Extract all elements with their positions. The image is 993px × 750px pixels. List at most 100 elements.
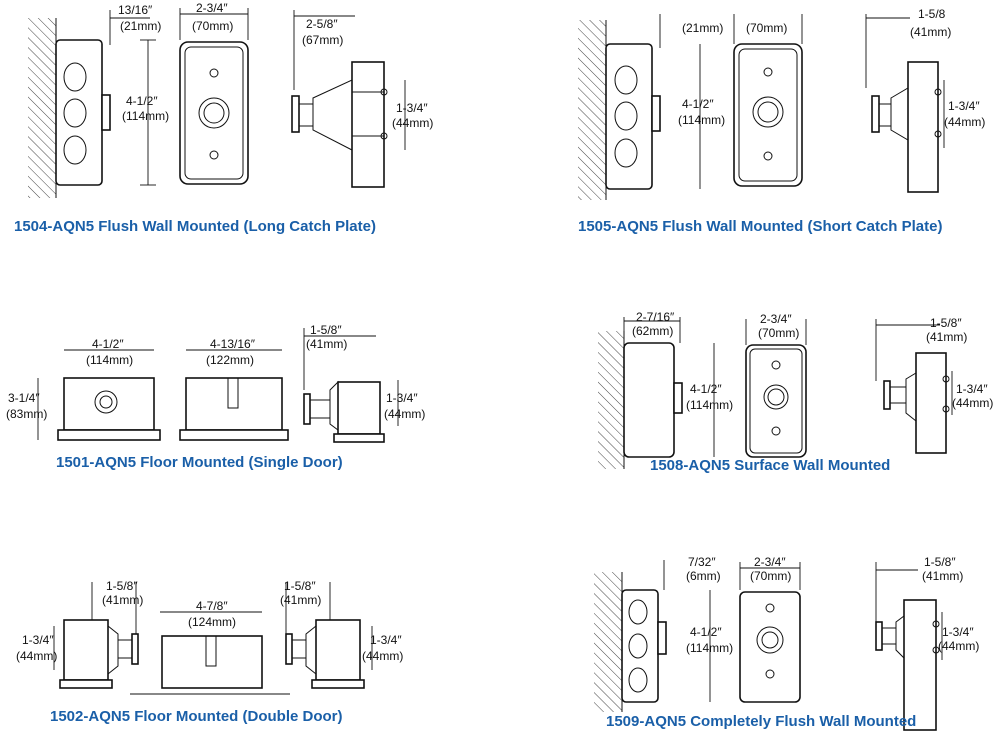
diagram-1504: 13/16″ (21mm) 4-1/2″ (114mm) 2-3/4″ (70m… xyxy=(28,1,433,198)
dim-side-in: 1-5/8″ xyxy=(930,316,962,330)
dim-w2-in: 4-13/16″ xyxy=(210,337,256,351)
panel-1505: (21mm) 4-1/2″ (114mm) (70mm) 1-5/8 (41mm… xyxy=(490,0,993,245)
dim-side-mm: (41mm) xyxy=(926,330,967,344)
dim-mid-in: 4-7/8″ xyxy=(196,599,228,613)
dim-catch-mm: (44mm) xyxy=(384,407,425,421)
dim-catch-in: 1-3/4″ xyxy=(386,391,418,405)
diagram-1508: 2-7/16″ (62mm) 4-1/2″ (114mm) 2-3/4″ (70… xyxy=(598,310,993,469)
dim-height-in: 4-1/2″ xyxy=(126,94,158,108)
wall-hatch xyxy=(594,572,622,712)
panel-1501: 3-1/4″ (83mm) 4-1/2″ (114mm) 4-13/16″ (1… xyxy=(0,310,480,480)
wall-hatch xyxy=(598,331,624,469)
dim-width-mm: (70mm) xyxy=(758,326,799,340)
dim-side-mm: (41mm) xyxy=(306,337,347,351)
caption-1501: 1501-AQN5 Floor Mounted (Single Door) xyxy=(56,454,343,471)
diagram-1502: 1-5/8″ (41mm) 1-3/4″ (44mm) 4-7/8″ (124m… xyxy=(16,579,403,695)
dim-mid-mm: (124mm) xyxy=(188,615,236,629)
dim-height-mm: (114mm) xyxy=(678,113,725,127)
dim-rcatch-in: 1-3/4″ xyxy=(370,633,402,647)
diagram-1501: 3-1/4″ (83mm) 4-1/2″ (114mm) 4-13/16″ (1… xyxy=(6,323,425,443)
dim-width-mm: (70mm) xyxy=(750,569,791,583)
surface-box xyxy=(623,342,675,458)
dim-width-in: 2-3/4″ xyxy=(760,312,792,326)
dim-rcatch-mm: (44mm) xyxy=(362,649,403,663)
dim-w1-in: 4-1/2″ xyxy=(92,337,124,351)
dim-depth-in: 7/32″ xyxy=(688,555,716,569)
catch-plate xyxy=(903,599,937,731)
plunger-head xyxy=(875,621,883,651)
dim-catch-in: 1-3/4″ xyxy=(396,101,428,115)
dim-height-mm: (114mm) xyxy=(686,641,733,655)
dim-lcatch-mm: (44mm) xyxy=(16,649,57,663)
dim-catch-in: 1-3/4″ xyxy=(942,625,974,639)
caption-1508: 1508-AQN5 Surface Wall Mounted xyxy=(650,457,891,474)
dim-catch-in: 1-3/4″ xyxy=(948,99,980,113)
dim-height-in: 4-1/2″ xyxy=(690,382,722,396)
dim-width-in: 2-3/4″ xyxy=(754,555,786,569)
dim-depth-mm: (21mm) xyxy=(682,21,723,35)
right-catch-plate xyxy=(315,619,361,681)
caption-1505: 1505-AQN5 Flush Wall Mounted (Short Catc… xyxy=(578,218,943,235)
plunger-head xyxy=(871,95,880,133)
left-plunger-head xyxy=(131,633,139,665)
dim-catch-mm: (44mm) xyxy=(392,116,433,130)
dim-h-in: 3-1/4″ xyxy=(8,391,40,405)
caption-1509: 1509-AQN5 Completely Flush Wall Mounted xyxy=(606,713,917,730)
plunger-head xyxy=(303,393,311,425)
dim-side-mm: (41mm) xyxy=(910,25,951,39)
catch-plate xyxy=(337,381,381,435)
plunger-head xyxy=(883,380,891,410)
dim-rside-mm: (41mm) xyxy=(280,593,321,607)
faceplate xyxy=(179,41,249,185)
panel-1508: 2-7/16″ (62mm) 4-1/2″ (114mm) 2-3/4″ (70… xyxy=(580,305,993,485)
catch-plate xyxy=(351,61,385,188)
mount-box xyxy=(605,43,653,190)
diagram-1505: (21mm) 4-1/2″ (114mm) (70mm) 1-5/8 (41mm… xyxy=(578,7,985,200)
wall-hatch xyxy=(578,20,606,200)
faceplate xyxy=(739,591,801,703)
dim-height-mm: (114mm) xyxy=(122,109,169,123)
dim-height-in: 4-1/2″ xyxy=(690,625,722,639)
catch-plate xyxy=(907,61,939,193)
dim-depth-mm: (62mm) xyxy=(632,324,673,338)
dim-side-in: 2-5/8″ xyxy=(306,17,338,31)
floor-box-side xyxy=(185,377,283,431)
diagram-1509: 7/32″ (6mm) 4-1/2″ (114mm) 2-3/4″ (70mm)… xyxy=(594,555,979,731)
caption-1504: 1504-AQN5 Flush Wall Mounted (Long Catch… xyxy=(14,218,376,235)
dim-rside-in: 1-5/8″ xyxy=(284,579,316,593)
dim-width-mm: (70mm) xyxy=(192,19,233,33)
dim-w1-mm: (114mm) xyxy=(86,353,133,367)
dim-width-mm: (70mm) xyxy=(746,21,787,35)
dim-catch-mm: (44mm) xyxy=(952,396,993,410)
dim-depth-mm: (21mm) xyxy=(120,19,161,33)
mount-box xyxy=(621,589,659,703)
wall-hatch xyxy=(28,18,56,198)
dim-depth-mm: (6mm) xyxy=(686,569,721,583)
dim-side-mm: (41mm) xyxy=(922,569,963,583)
dim-height-mm: (114mm) xyxy=(686,398,733,412)
dim-catch-in: 1-3/4″ xyxy=(956,382,988,396)
dim-catch-mm: (44mm) xyxy=(938,639,979,653)
right-plunger-head xyxy=(285,633,293,665)
panel-1502: 1-5/8″ (41mm) 1-3/4″ (44mm) 4-7/8″ (124m… xyxy=(0,560,480,740)
dim-lcatch-in: 1-3/4″ xyxy=(22,633,54,647)
faceplate xyxy=(733,43,803,187)
dim-depth-in: 13/16″ xyxy=(118,3,153,17)
dim-h-mm: (83mm) xyxy=(6,407,47,421)
dim-height-in: 4-1/2″ xyxy=(682,97,714,111)
dim-depth-in: 2-7/16″ xyxy=(636,310,675,324)
dim-side-mm: (67mm) xyxy=(302,33,343,47)
panel-1509: 7/32″ (6mm) 4-1/2″ (114mm) 2-3/4″ (70mm)… xyxy=(570,550,993,745)
floor-box xyxy=(161,635,263,689)
plunger-head xyxy=(291,95,300,133)
dim-w2-mm: (122mm) xyxy=(206,353,254,367)
catch-plate xyxy=(915,352,947,454)
faceplate xyxy=(745,344,807,458)
panel-1504: 13/16″ (21mm) 4-1/2″ (114mm) 2-3/4″ (70m… xyxy=(0,0,480,245)
dim-side-in: 1-5/8″ xyxy=(924,555,956,569)
dim-side-in: 1-5/8″ xyxy=(310,323,342,337)
dim-lside-mm: (41mm) xyxy=(102,593,143,607)
dim-lside-in: 1-5/8″ xyxy=(106,579,138,593)
dim-catch-mm: (44mm) xyxy=(944,115,985,129)
dim-width-in: 2-3/4″ xyxy=(196,1,228,15)
